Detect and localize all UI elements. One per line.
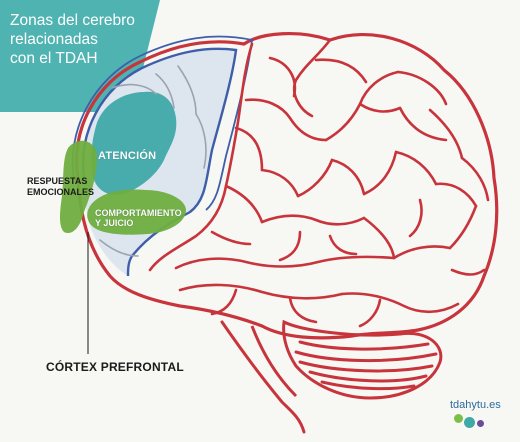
zone-comportamiento — [87, 189, 186, 235]
frontal-lobe-outline — [81, 47, 238, 277]
label-respuestas-emocionales: RESPUESTAS EMOCIONALES — [27, 176, 94, 197]
label-comportamiento-line-1: COMPORTAMIENTO — [95, 208, 182, 218]
zone-respuestas — [60, 140, 98, 234]
label-comportamiento-line-2: Y JUICIO — [95, 218, 134, 228]
logo-text: tdahytu.es — [450, 399, 501, 411]
label-cortex-prefrontal: CÓRTEX PREFRONTAL — [46, 360, 184, 374]
cerebellum — [282, 319, 443, 400]
brain-folds — [148, 38, 490, 328]
zone-atencion — [91, 91, 177, 195]
brain-outline — [75, 32, 499, 340]
frontal-folds — [99, 65, 207, 257]
label-atencion: ATENCIÓN — [98, 150, 157, 162]
brain-stem — [220, 320, 306, 434]
label-respuestas-line-2: EMOCIONALES — [27, 186, 95, 197]
title-line-3: con el TDAH — [10, 50, 98, 67]
title: Zonas del cerebro relacionadas con el TD… — [10, 11, 135, 68]
label-comportamiento-juicio: COMPORTAMIENTO Y JUICIO — [95, 208, 182, 228]
logo: tdahytu.es — [450, 399, 508, 433]
label-respuestas-line-1: RESPUESTAS — [27, 176, 88, 186]
title-line-2: relacionadas — [10, 31, 98, 48]
title-line-1: Zonas del cerebro — [10, 12, 135, 29]
